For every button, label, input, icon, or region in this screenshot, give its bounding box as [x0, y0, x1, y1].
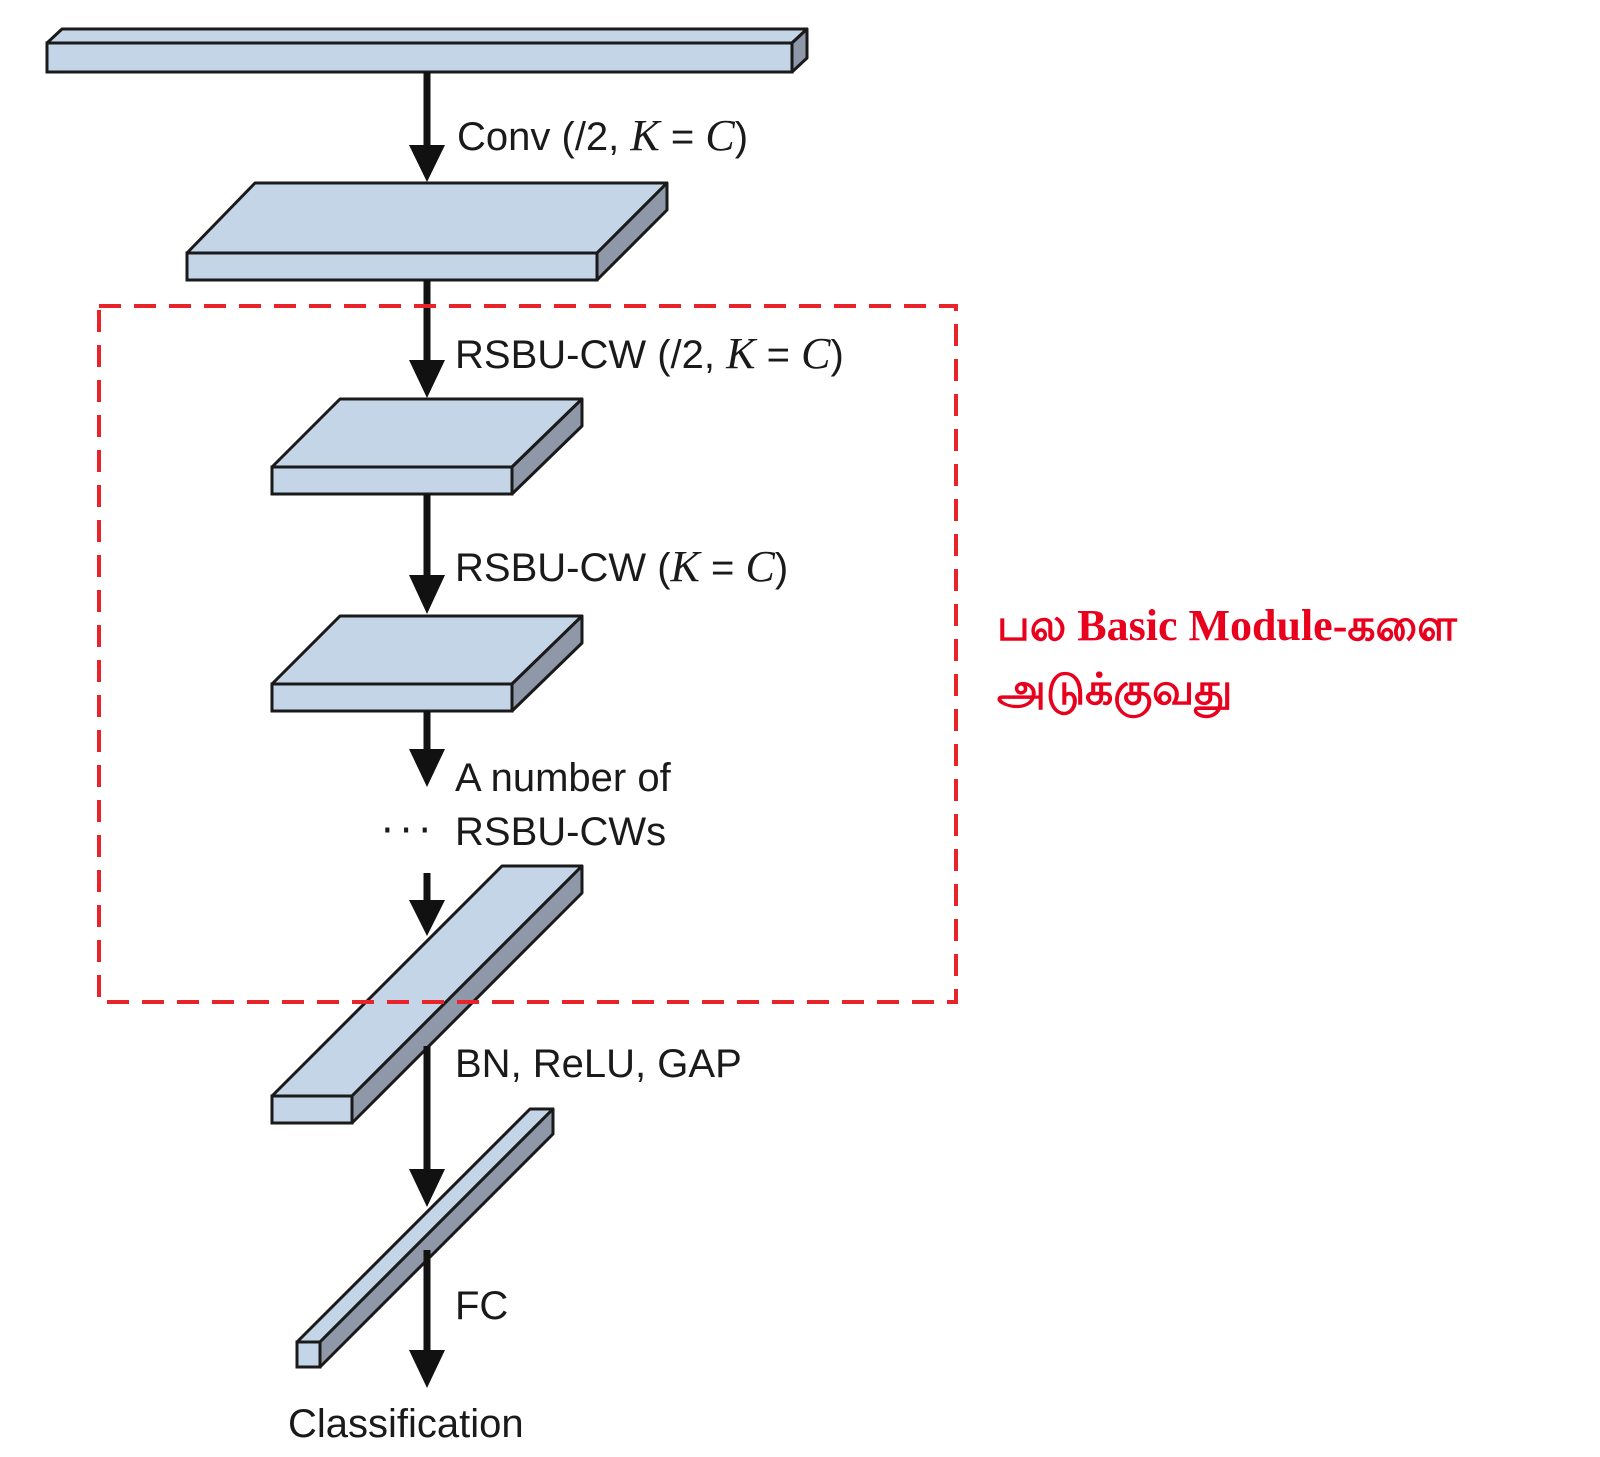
down-arrow-icon [409, 494, 445, 614]
rsbu-cw-downsample-label: RSBU-CW (/2, K = C) [455, 329, 844, 378]
rsbu-cw-downsample-block [270, 397, 584, 496]
bn-relu-gap-label: BN, ReLU, GAP [455, 1042, 742, 1086]
annotation-line2: அடுக்குவது [997, 665, 1233, 714]
down-arrow-icon [409, 1250, 445, 1388]
number-of-label-line2: RSBU-CWs [455, 810, 667, 854]
down-arrow-icon [409, 72, 445, 182]
annotation-line1: பல Basic Module-களை [997, 601, 1457, 650]
rsbu-cw-label: RSBU-CW (K = C) [455, 542, 789, 591]
stacked-modules-region [97, 304, 958, 1004]
down-arrow-icon [409, 873, 445, 936]
classification-label: Classification [288, 1402, 524, 1446]
conv-output-block [185, 181, 669, 282]
fc-label: FC [455, 1284, 509, 1328]
conv-label: Conv (/2, K = C) [457, 111, 749, 160]
fc-bar-block [295, 1107, 555, 1369]
input-block [45, 27, 809, 74]
feature-bar-block [270, 864, 584, 1125]
down-arrow-icon [409, 711, 445, 787]
ellipsis: ··· [381, 808, 438, 854]
rsbu-cw-block [270, 614, 584, 713]
down-arrow-icon [409, 280, 445, 398]
number-of-label-line1: A number of [455, 756, 671, 800]
down-arrow-icon [409, 1046, 445, 1207]
